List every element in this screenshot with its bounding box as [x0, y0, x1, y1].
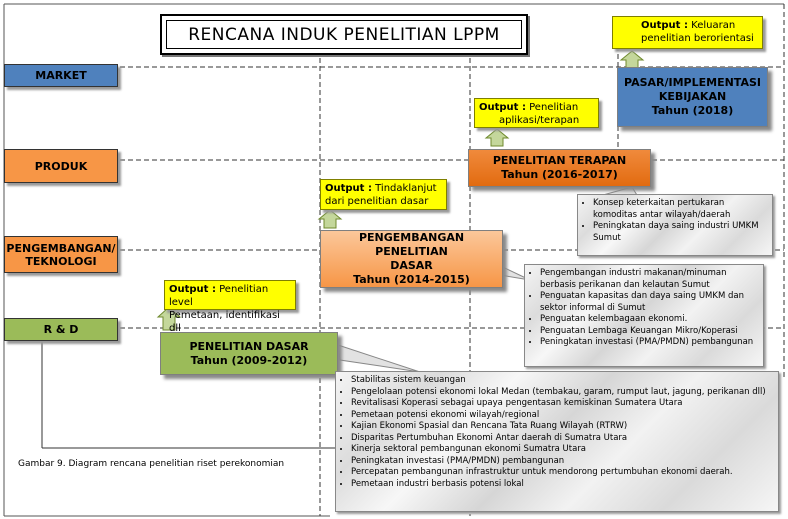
output-pasar-label: Output : — [641, 20, 688, 31]
phase-terapan-year: Tahun (2016-2017) — [501, 168, 618, 181]
notes-pengembangan-item: Penguatan Lembaga Keuangan Mikro/Koperas… — [540, 326, 759, 338]
output-pasar-line1: Keluaran — [687, 20, 736, 31]
arrow-up-dasar — [156, 306, 182, 331]
notes-dasar-item: Pemetaan industri berbasis potensi lokal — [351, 479, 774, 491]
phase-pasar-name-line1: PASAR/IMPLEMENTASI — [624, 76, 761, 89]
notes-pengembangan-item: Peningkatan investasi (PMA/PMDN) pembang… — [540, 337, 759, 349]
notes-dasar-item: Kajian Ekonomi Spasial dan Rencana Tata … — [351, 421, 774, 433]
notes-dasar-item: Peningkatan investasi (PMA/PMDN) pembang… — [351, 456, 774, 468]
notes-pengembangan-item: Pengembangan industri makanan/minuman be… — [540, 268, 759, 291]
level-rnd-label: R & D — [43, 323, 79, 336]
phase-pasar-year: Tahun (2018) — [651, 104, 734, 117]
output-pengembangan-line2: dari penelitian dasar — [325, 196, 429, 207]
phase-penelitian-dasar: PENELITIAN DASAR Tahun (2009-2012) — [160, 332, 338, 375]
output-box-terapan: Output : Penelitian aplikasi/terapan — [474, 98, 599, 128]
phase-pasar-implementasi: PASAR/IMPLEMENTASI KEBIJAKAN Tahun (2018… — [617, 67, 768, 127]
output-pengembangan-line1: Tindaklanjut — [371, 183, 437, 194]
arrow-up-pengembangan — [317, 209, 343, 229]
figure-caption: Gambar 9. Diagram rencana penelitian ris… — [18, 459, 285, 469]
level-produk: PRODUK — [4, 149, 118, 183]
phase-pengembangan-name-line2: DASAR — [390, 259, 433, 272]
phase-pengembangan-penelitian-dasar: PENGEMBANGAN PENELITIAN DASAR Tahun (201… — [320, 230, 503, 288]
notes-dasar-item: Pengelolaan potensi ekonomi lokal Medan … — [351, 387, 774, 399]
phase-dasar-name: PENELITIAN DASAR — [189, 339, 309, 353]
output-terapan-line2: aplikasi/terapan — [499, 115, 580, 126]
notes-terapan: Konsep keterkaitan pertukaran komoditas … — [577, 194, 773, 256]
output-dasar-line1: Penelitian level — [169, 284, 269, 308]
diagram-title-text: RENCANA INDUK PENELITIAN LPPM — [188, 24, 500, 45]
notes-pengembangan: Pengembangan industri makanan/minuman be… — [524, 264, 764, 367]
phase-dasar-year: Tahun (2009-2012) — [190, 353, 308, 367]
notes-terapan-item: Peningkatan daya saing industri UMKM Sum… — [593, 221, 768, 244]
level-pengembangan-label-line2: TEKNOLOGI — [25, 254, 97, 268]
notes-dasar-item: Disparitas Pertumbuhan Ekonomi Antar dae… — [351, 433, 774, 445]
notes-dasar-item: Percepatan pembangunan infrastruktur unt… — [351, 467, 774, 479]
level-market-label: MARKET — [35, 69, 87, 82]
notes-pengembangan-item: Penguatan kelembagaan ekonomi. — [540, 314, 759, 326]
notes-dasar-item: Stabilitas sistem keuangan — [351, 375, 774, 387]
output-dasar-label: Output : — [169, 284, 216, 295]
callout-wedge-dasar — [337, 344, 421, 373]
arrow-up-pasar — [619, 50, 645, 69]
level-pengembangan-label-line1: PENGEMBANGAN/ — [6, 241, 116, 255]
level-market: MARKET — [4, 64, 118, 87]
arrow-up-terapan — [484, 128, 510, 147]
output-terapan-label: Output : — [479, 102, 526, 113]
output-pasar-line2: penelitian berorientasi — [641, 33, 754, 44]
phase-penelitian-terapan: PENELITIAN TERAPAN Tahun (2016-2017) — [468, 149, 651, 187]
notes-terapan-item: Konsep keterkaitan pertukaran komoditas … — [593, 198, 768, 221]
notes-dasar-item: Revitalisasi Koperasi sebagai upaya peng… — [351, 398, 774, 410]
phase-pengembangan-name-line1: PENGEMBANGAN PENELITIAN — [358, 231, 465, 258]
output-box-pengembangan: Output : Tindaklanjut dari penelitian da… — [320, 179, 447, 210]
diagram-title: RENCANA INDUK PENELITIAN LPPM — [160, 14, 528, 55]
notes-dasar: Stabilitas sistem keuangan Pengelolaan p… — [335, 371, 779, 512]
level-rnd: R & D — [4, 318, 118, 341]
phase-pasar-name-line2: KEBIJAKAN — [658, 90, 727, 103]
output-terapan-line1: Penelitian — [525, 102, 579, 113]
level-produk-label: PRODUK — [34, 159, 88, 173]
output-pengembangan-label: Output : — [325, 183, 372, 194]
output-box-pasar: Output : Keluaran penelitian berorientas… — [612, 16, 763, 49]
notes-pengembangan-item: Penguatan kapasitas dan daya saing UMKM … — [540, 291, 759, 314]
phase-terapan-name: PENELITIAN TERAPAN — [492, 154, 627, 167]
output-box-dasar: Output : Penelitian level Pemetaan, iden… — [164, 280, 296, 334]
level-pengembangan-teknologi: PENGEMBANGAN/ TEKNOLOGI — [4, 236, 118, 273]
notes-dasar-item: Pemetaan potensi ekonomi wilayah/regiona… — [351, 410, 774, 422]
output-dasar-line2: Pemetaan, identifikasi dll — [169, 310, 280, 334]
notes-dasar-item: Kinerja sektoral pembangunan ekonomi Sum… — [351, 444, 774, 456]
phase-pengembangan-year: Tahun (2014-2015) — [353, 273, 470, 286]
